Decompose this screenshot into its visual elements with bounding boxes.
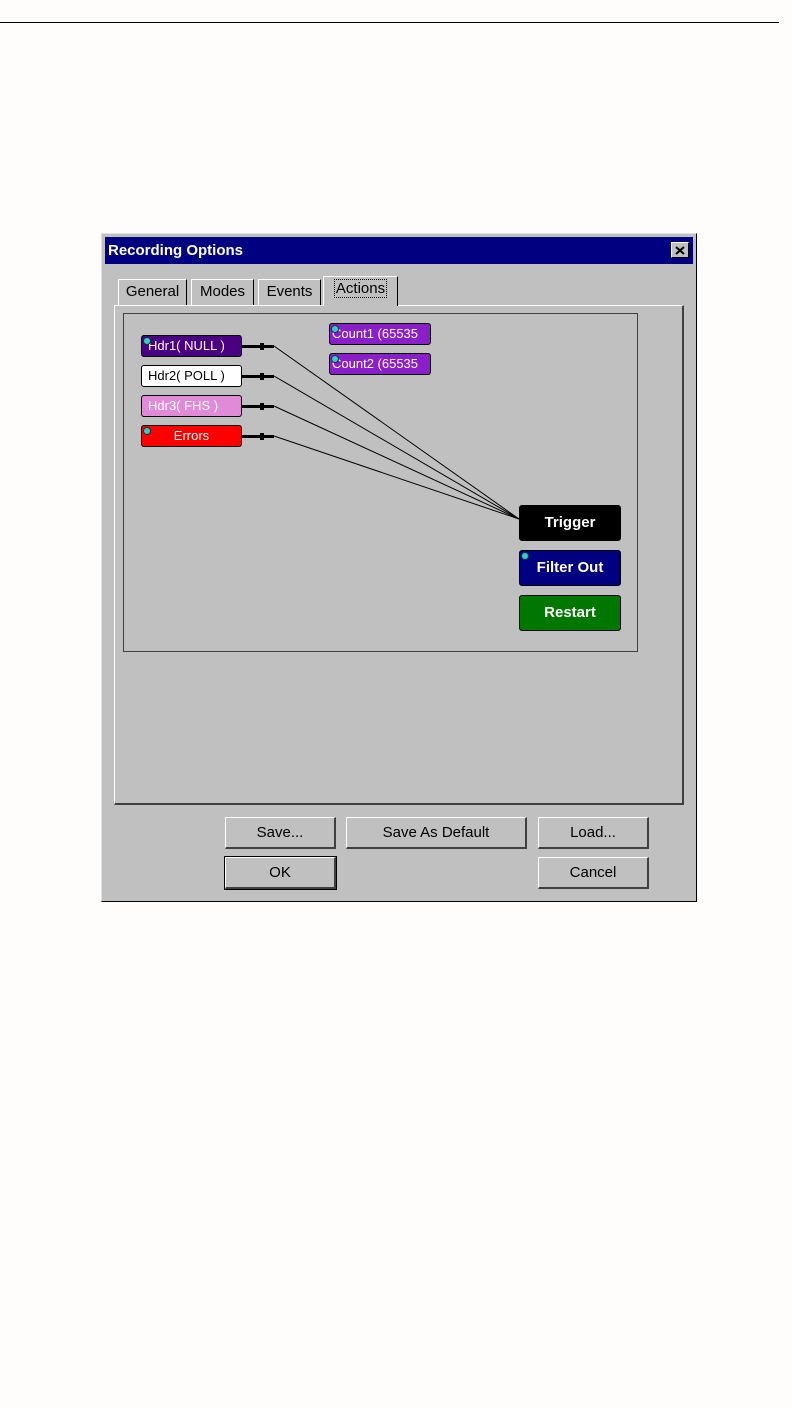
save-button[interactable]: Save... — [225, 817, 336, 849]
ok-button[interactable]: OK — [225, 857, 336, 889]
indicator-icon — [143, 337, 151, 345]
save-button-label: Save... — [257, 824, 304, 841]
save-as-default-label: Save As Default — [383, 824, 490, 841]
source-node-hdr3[interactable]: Hdr3( FHS ) — [141, 395, 242, 417]
tab-general[interactable]: General — [118, 279, 187, 305]
source-node-hdr2[interactable]: Hdr2( POLL ) — [141, 365, 242, 387]
tab-label: Events — [267, 283, 313, 300]
action-trigger[interactable]: Trigger — [519, 505, 621, 541]
source-node-label: Hdr3( FHS ) — [148, 398, 218, 413]
close-icon — [675, 246, 685, 255]
action-filter-out[interactable]: Filter Out — [519, 550, 621, 586]
close-button[interactable] — [671, 242, 689, 258]
connector-handle[interactable] — [260, 373, 264, 380]
cancel-button[interactable]: Cancel — [538, 857, 649, 889]
tab-label: Actions — [335, 280, 386, 297]
connector-handle[interactable] — [260, 433, 264, 440]
tab-events[interactable]: Events — [258, 279, 321, 305]
counter-node-label: Count2 (65535 — [332, 356, 418, 371]
action-restart[interactable]: Restart — [519, 595, 621, 631]
connector-handle[interactable] — [260, 343, 264, 350]
counter-node-count1[interactable]: Count1 (65535 — [329, 323, 431, 345]
load-button-label: Load... — [570, 824, 616, 841]
tab-label: Modes — [200, 283, 245, 300]
action-label: Trigger — [545, 514, 596, 531]
connector-handle[interactable] — [260, 403, 264, 410]
counter-node-count2[interactable]: Count2 (65535 — [329, 353, 431, 375]
indicator-icon — [143, 427, 151, 435]
source-node-errors[interactable]: Errors — [141, 425, 242, 447]
cancel-button-label: Cancel — [570, 864, 617, 881]
action-label: Filter Out — [537, 559, 604, 576]
load-button[interactable]: Load... — [538, 817, 649, 849]
indicator-icon — [331, 355, 339, 363]
indicator-icon — [521, 552, 529, 560]
ok-button-label: OK — [269, 864, 291, 881]
tab-actions[interactable]: Actions — [323, 276, 398, 306]
output-connector[interactable] — [242, 375, 274, 378]
output-connector[interactable] — [242, 435, 274, 438]
output-connector[interactable] — [242, 405, 274, 408]
source-node-label: Hdr2( POLL ) — [148, 368, 225, 383]
source-node-label: Errors — [174, 428, 209, 443]
action-label: Restart — [544, 604, 596, 621]
dialog-titlebar[interactable]: Recording Options — [105, 237, 693, 264]
save-as-default-button[interactable]: Save As Default — [346, 817, 527, 849]
page-header-rule — [0, 22, 779, 23]
output-connector[interactable] — [242, 345, 274, 348]
indicator-icon — [331, 325, 339, 333]
dialog-title: Recording Options — [108, 242, 243, 259]
source-node-hdr1[interactable]: Hdr1( NULL ) — [141, 335, 242, 357]
tab-label: General — [126, 283, 179, 300]
source-node-label: Hdr1( NULL ) — [148, 338, 225, 353]
counter-node-label: Count1 (65535 — [332, 326, 418, 341]
tab-modes[interactable]: Modes — [191, 279, 254, 305]
